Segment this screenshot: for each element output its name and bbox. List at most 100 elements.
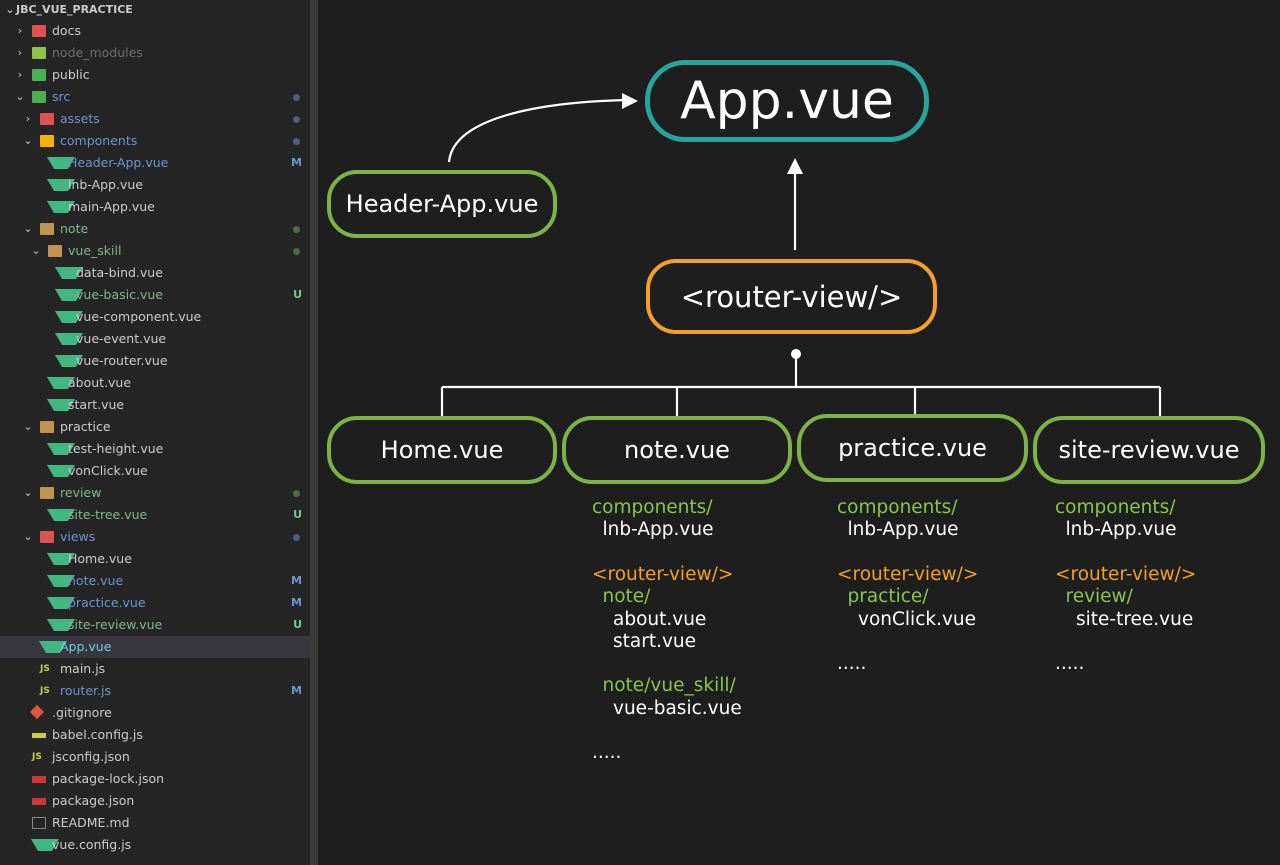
annotation-line: lnb-App.vue [1065,519,1177,541]
chevron-down-icon[interactable]: ⌄ [31,244,41,257]
tree-item-main-app-vue[interactable]: main-App.vue [0,196,310,218]
annotation-line: <router-view/> [592,563,734,585]
tree-item-label: test-height.vue [68,441,164,456]
tree-item-label: public [52,67,90,82]
tree-item-src[interactable]: ⌄ src [0,86,310,108]
chevron-down-icon[interactable]: ⌄ [23,134,33,147]
tree-item-vonclick-vue[interactable]: vonClick.vue [0,460,310,482]
git-status-badge: M [291,596,302,609]
tree-item-label: jsconfig.json [52,749,130,764]
git-status-dot [293,248,300,255]
tree-item-about-vue[interactable]: about.vue [0,372,310,394]
vue-file-icon [55,267,83,291]
chevron-down-icon[interactable]: ⌄ [23,486,33,499]
tree-item-label: router.js [60,683,111,698]
tree-item-practice-vue[interactable]: practice.vue M [0,592,310,614]
annotation-line: <router-view/> [837,563,979,585]
site-review-vue-node: site-review.vue [1033,416,1265,484]
tree-item-package-lock-json[interactable]: package-lock.json [0,768,310,790]
tree-item-views[interactable]: ⌄ views [0,526,310,548]
tree-item-vue-skill[interactable]: ⌄ vue_skill [0,240,310,262]
chevron-right-icon[interactable]: › [17,68,23,81]
tree-item-babel-config-js[interactable]: babel.config.js [0,724,310,746]
file-explorer: ⌄JBC_VUE_PRACTICE ›docs›node_modules›pub… [0,0,318,865]
chevron-down-icon: ⌄ [5,3,15,16]
git-file-icon [29,704,45,720]
tree-item-components[interactable]: ⌄components [0,130,310,152]
header-app-node: Header-App.vue [327,170,557,238]
folder-icon [40,487,54,499]
tree-item-label: vue.config.js [52,837,132,852]
tree-item-data-bind-vue[interactable]: data-bind.vue [0,262,310,284]
git-status-badge: M [291,574,302,587]
tree-item-label: assets [60,111,100,126]
tree-item-label: start.vue [68,397,125,412]
chevron-down-icon[interactable]: ⌄ [23,420,33,433]
tree-item-label: practice.vue [68,595,146,610]
chevron-right-icon[interactable]: › [17,46,23,59]
tree-item-start-vue[interactable]: start.vue [0,394,310,416]
tree-item-vue-config-js[interactable]: vue.config.js [0,834,310,856]
header-to-app-arrow [447,98,629,163]
chevron-down-icon[interactable]: ⌄ [15,90,25,103]
annotation-line: lnb-App.vue [602,519,714,541]
tree-item-label: vue-router.vue [76,353,168,368]
explorer-title[interactable]: ⌄JBC_VUE_PRACTICE [4,0,132,20]
tree-item-label: site-tree.vue [68,507,148,522]
tree-item-label: .gitignore [52,705,112,720]
tree-item-review[interactable]: ⌄review [0,482,310,504]
tree-item-label: practice [60,419,111,434]
tree-item-label: vue-basic.vue [76,287,163,302]
tree-item-label: note [60,221,89,236]
tree-item-public[interactable]: › public [0,64,310,86]
markdown-file-icon [32,817,46,829]
vue-file-icon [47,619,75,643]
tree-item-app-vue[interactable]: App.vue [0,636,310,658]
folder-icon [40,113,54,125]
tree-item-assets[interactable]: › assets [0,108,310,130]
tree-item-label: package.json [52,793,135,808]
tree-item-vue-event-vue[interactable]: vue-event.vue [0,328,310,350]
tree-item-docs[interactable]: ›docs [0,20,310,42]
tree-item-note[interactable]: ⌄ note [0,218,310,240]
chevron-right-icon[interactable]: › [17,24,23,37]
tree-item-label: Header-App.vue [68,155,169,170]
chevron-down-icon[interactable]: ⌄ [23,530,33,543]
tree-item-test-height-vue[interactable]: test-height.vue [0,438,310,460]
tree-item-label: views [60,529,96,544]
app-vue-node: App.vue [645,60,929,142]
git-status-badge: U [293,288,302,301]
tree-item-vue-basic-vue[interactable]: vue-basic.vue U [0,284,310,306]
tree-item-home-vue[interactable]: Home.vue [0,548,310,570]
annotation-line: about.vue [613,608,707,630]
vue-file-icon [55,355,83,379]
tree-item-readme-md[interactable]: README.md [0,812,310,834]
tree-item-vue-router-vue[interactable]: vue-router.vue [0,350,310,372]
tree-item-lnb-app-vue[interactable]: lnb-App.vue [0,174,310,196]
vue-file-icon [47,443,75,467]
tree-item-label: vue_skill [68,243,122,258]
tree-item-label: src [52,89,71,104]
tree-item-node-modules[interactable]: ›node_modules [0,42,310,64]
chevron-right-icon[interactable]: › [25,112,31,125]
tree-item-practice[interactable]: ⌄ practice [0,416,310,438]
note-vue-node: note.vue [562,416,792,484]
tree-item-label: babel.config.js [52,727,143,742]
tree-item-package-json[interactable]: package.json [0,790,310,812]
vue-file-icon [47,157,75,181]
router-view-node: <router-view/> [646,259,937,334]
tree-item-label: data-bind.vue [76,265,163,280]
tree-item-label: vue-event.vue [76,331,167,346]
tree-item-gitignore[interactable]: .gitignore [0,702,310,724]
chevron-down-icon[interactable]: ⌄ [23,222,33,235]
tree-item-vue-component-vue[interactable]: vue-component.vue [0,306,310,328]
scrollbar[interactable] [310,0,318,865]
tree-item-label: site-review.vue [68,617,163,632]
